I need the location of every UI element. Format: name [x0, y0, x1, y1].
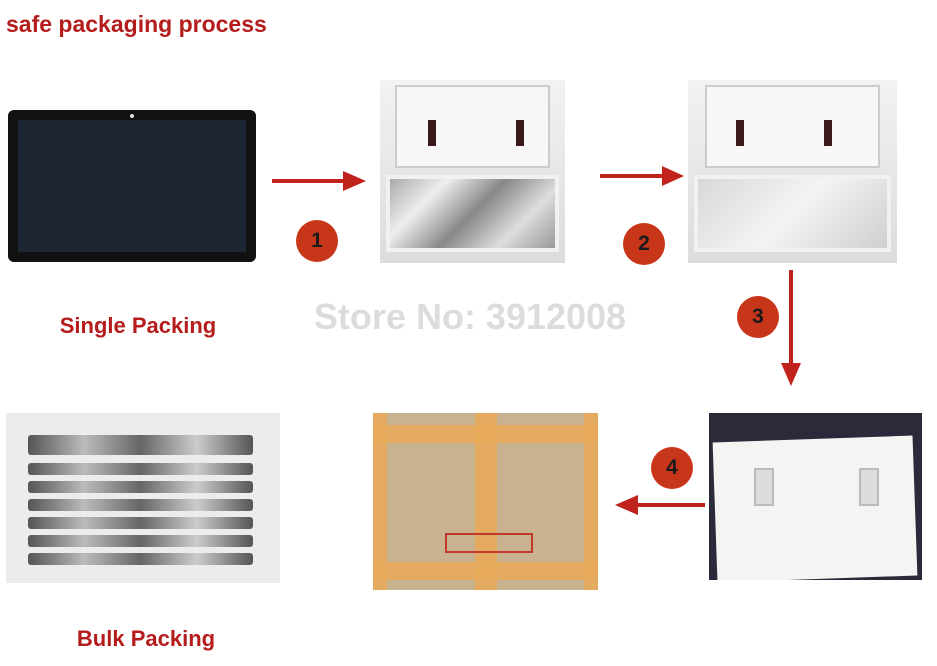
foam-box-wrapped-photo: [688, 80, 897, 263]
handling-symbols-icon: [445, 533, 533, 553]
closed-foam-box-photo: [709, 413, 922, 580]
store-watermark: Store No: 3912008: [313, 296, 627, 337]
bulk-packing-label: Bulk Packing: [76, 626, 216, 651]
step-3-badge: 3: [737, 296, 779, 338]
foam-box-foil-photo: [380, 80, 565, 263]
bulk-packing-photo: [6, 413, 280, 583]
arrow-left-icon: [615, 495, 705, 515]
step-2-badge: 2: [623, 223, 665, 265]
arrow-down-icon: [781, 270, 801, 386]
page-title: safe packaging process: [6, 11, 267, 37]
monitor-photo: [8, 110, 256, 262]
arrow-right-icon: [600, 166, 684, 186]
carton-box-photo: [373, 413, 598, 590]
arrow-right-icon: [272, 171, 366, 191]
single-packing-label: Single Packing: [59, 313, 217, 338]
step-1-badge: 1: [296, 220, 338, 262]
step-4-badge: 4: [651, 447, 693, 489]
